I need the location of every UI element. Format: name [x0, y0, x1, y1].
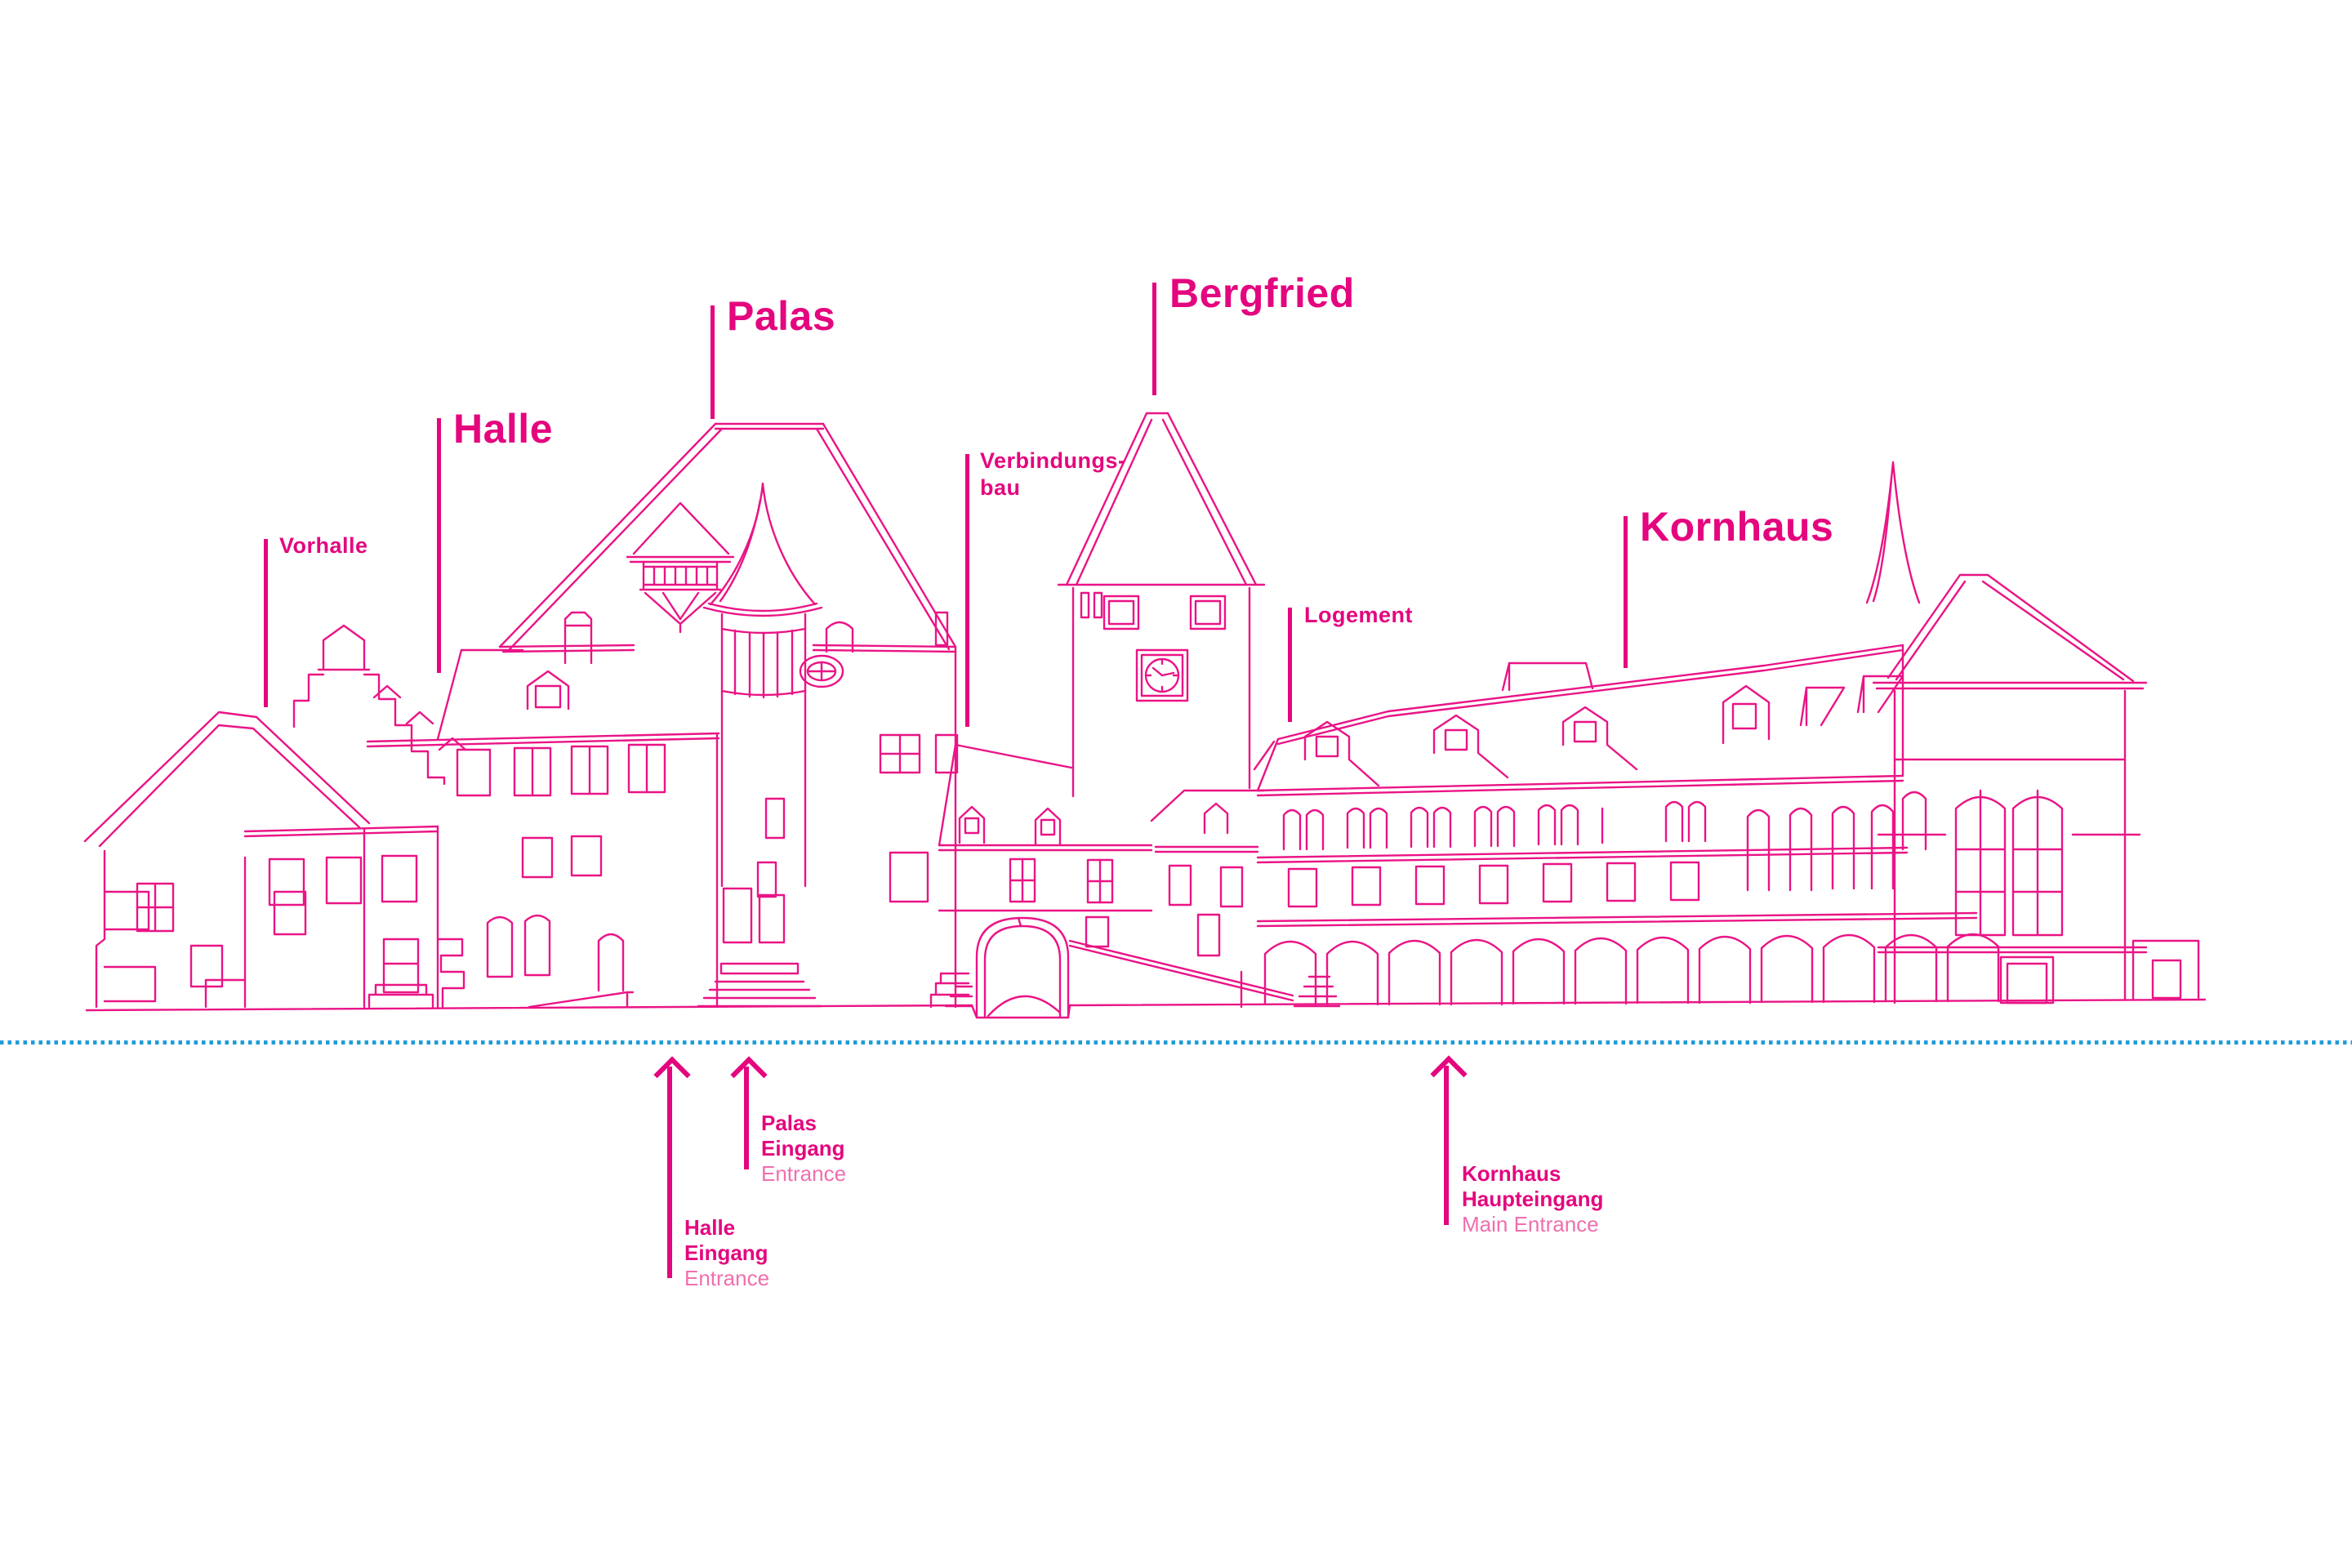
- halle-entrance-arrow-line: [667, 1067, 672, 1278]
- label-verbindungsbau-line2: bau: [980, 475, 1021, 500]
- halle-entrance-line3: Entrance: [684, 1266, 770, 1290]
- kornhaus-entrance-line2: Haupteingang: [1462, 1187, 1604, 1211]
- kornhaus-entrance-label: Kornhaus Haupteingang Main Entrance: [1462, 1161, 1603, 1237]
- kornhaus-entrance-line1: Kornhaus: [1462, 1161, 1561, 1186]
- label-verbindungsbau-line1: Verbindungs-: [980, 448, 1126, 473]
- palas-tick-line: [710, 305, 715, 419]
- label-palas: Palas: [727, 293, 836, 339]
- kornhaus-pavilion: [1872, 573, 2200, 1004]
- label-halle: Halle: [453, 406, 554, 452]
- bay-turret: [626, 501, 735, 634]
- kornhaus-building: [1256, 644, 2000, 1008]
- label-bergfried: Bergfried: [1169, 270, 1355, 316]
- palas-entrance-arrow-line: [744, 1067, 749, 1169]
- label-vorhalle: Vorhalle: [279, 533, 368, 558]
- logement-tick-line: [1288, 608, 1292, 722]
- label-logement: Logement: [1304, 603, 1414, 627]
- verbindungsbau-tick-line: [965, 454, 969, 727]
- palas-entrance-line3: Entrance: [761, 1161, 847, 1186]
- kornhaus-entrance-arrow-line: [1444, 1066, 1449, 1225]
- bergfried-tick-line: [1152, 283, 1156, 395]
- round-turret: [702, 482, 823, 898]
- palas-entrance-line1: Palas: [761, 1111, 817, 1135]
- halle-building: [366, 611, 720, 1009]
- halle-entrance-line1: Halle: [684, 1215, 736, 1240]
- halle-tick-line: [437, 418, 441, 673]
- vorhalle-tick-line: [264, 539, 268, 707]
- verbindungsbau-gatehouse: [938, 743, 1153, 1019]
- front-row-building: [243, 825, 466, 1009]
- palas-entrance-label: Palas Eingang Entrance: [761, 1111, 846, 1187]
- halle-entrance-line2: Eingang: [684, 1241, 768, 1265]
- label-kornhaus: Kornhaus: [1640, 504, 1834, 550]
- logement-wing: [1068, 740, 1294, 1009]
- label-verbindungsbau: Verbindungs- bau: [980, 448, 1126, 501]
- kornhaus-entrance-line3: Main Entrance: [1462, 1212, 1599, 1236]
- vorhalle-building: [83, 710, 371, 1009]
- palas-building: [498, 422, 970, 1009]
- ground-dotted-line: [0, 1040, 2352, 1045]
- kornhaus-tick-line: [1624, 516, 1628, 668]
- ground-line: [85, 998, 2207, 1019]
- halle-entrance-label: Halle Eingang Entrance: [684, 1215, 769, 1291]
- needle-spire: [1865, 461, 1921, 604]
- palas-entrance-line2: Eingang: [761, 1136, 845, 1160]
- crow-step-gable: [292, 624, 467, 786]
- bergfried-tower: [1057, 412, 1266, 798]
